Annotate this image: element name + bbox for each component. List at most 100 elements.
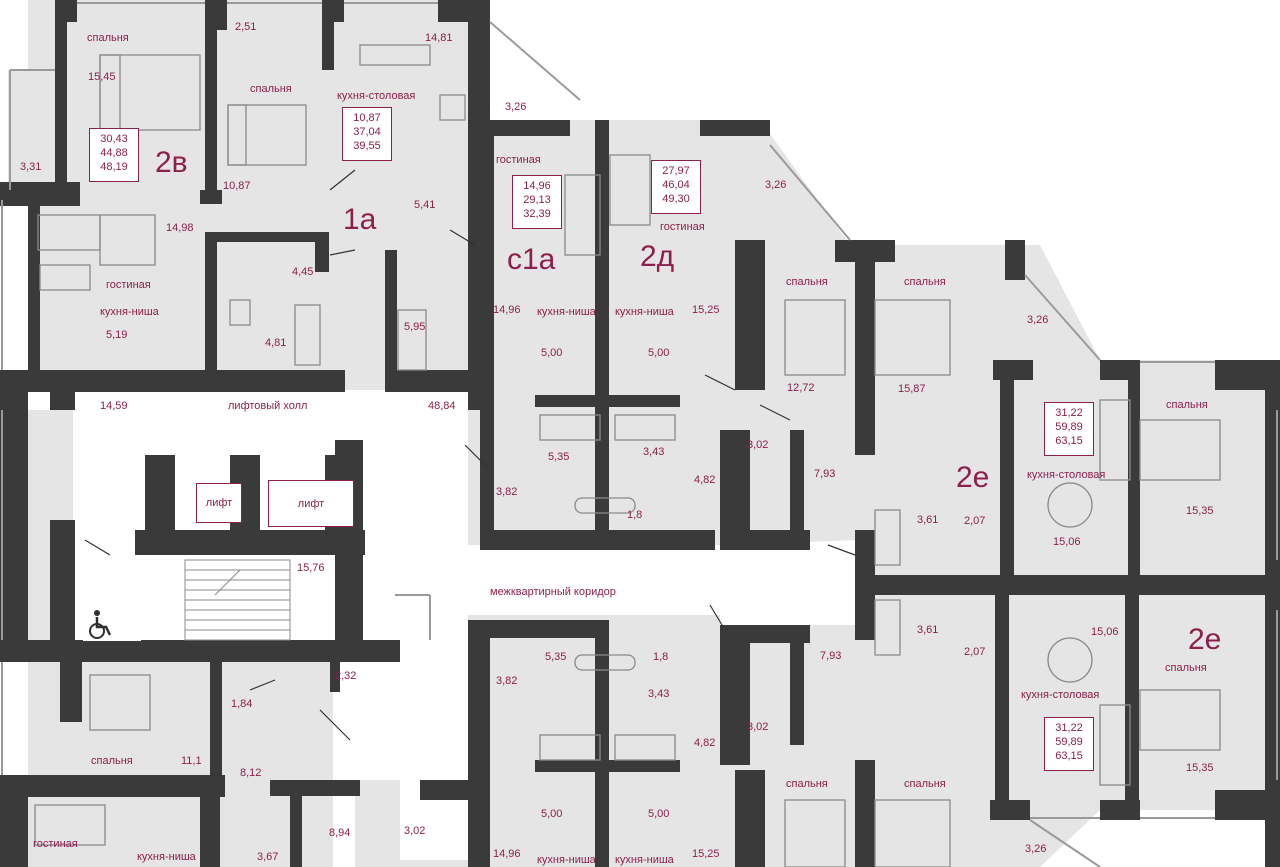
- apartment-s1a-area-box: 14,96 29,13 32,39: [512, 175, 562, 229]
- room-label: кухня-ниша: [615, 306, 674, 318]
- room-area: 15,06: [1091, 626, 1119, 638]
- room-label: кухня-ниша: [100, 306, 159, 318]
- apartment-2e-top-area-box: 31,22 59,89 63,15: [1044, 402, 1094, 456]
- room-area: 3,31: [20, 161, 42, 173]
- room-label: кухня-ниша: [137, 851, 196, 863]
- room-area: 1,8: [627, 509, 643, 521]
- lift-2: лифт: [268, 480, 354, 527]
- room-area: 3,26: [505, 101, 527, 113]
- room-area: 2,07: [964, 515, 986, 527]
- room-area: 15,87: [898, 383, 926, 395]
- room-area: 14,81: [425, 32, 453, 44]
- apartment-2d-area-box: 27,97 46,04 49,30: [651, 160, 701, 214]
- room-area: 14,96: [493, 304, 521, 316]
- apartment-2e-top-area-3: 63,15: [1055, 435, 1083, 447]
- room-area: 3,26: [1027, 314, 1049, 326]
- stairs: [184, 559, 291, 641]
- apartment-2e-bottom-code: 2е: [1188, 623, 1222, 656]
- room-area: 4,82: [694, 737, 716, 749]
- apartment-1a-area-2: 37,04: [353, 126, 381, 138]
- room-label: спальня: [87, 32, 129, 44]
- room-area: 15,06: [1053, 536, 1081, 548]
- apartment-s1a-area-3: 32,39: [523, 208, 551, 220]
- room-area: 8,12: [240, 767, 262, 779]
- room-label: кухня-столовая: [337, 90, 416, 102]
- apartment-2e-bottom-area-box: 31,22 59,89 63,15: [1044, 717, 1094, 771]
- room-area: 10,87: [223, 180, 251, 192]
- apartment-2e-top-code: 2е: [956, 461, 990, 494]
- room-area: 3,82: [496, 675, 518, 687]
- room-area: 1,8: [653, 651, 669, 663]
- room-area: 5,19: [106, 329, 128, 341]
- room-label: спальня: [250, 83, 292, 95]
- room-label: спальня: [1166, 399, 1208, 411]
- room-area: 3,67: [257, 851, 279, 863]
- room-area: 5,00: [648, 347, 670, 359]
- room-label: спальня: [91, 755, 133, 767]
- room-area: 3,02: [404, 825, 426, 837]
- room-area: 15,35: [1186, 762, 1214, 774]
- room-label: кухня-столовая: [1027, 469, 1106, 481]
- room-area: 3,43: [648, 688, 670, 700]
- wheelchair-icon: [83, 607, 141, 641]
- room-area: 15,25: [692, 304, 720, 316]
- room-label: гостиная: [496, 154, 541, 166]
- accessibility-sign: [83, 607, 141, 641]
- furniture: [34, 44, 1221, 867]
- room-area: 4,81: [265, 337, 287, 349]
- room-area: 5,41: [414, 199, 436, 211]
- room-area: 3,26: [765, 179, 787, 191]
- room-area: 48,84: [428, 400, 456, 412]
- room-area: 5,00: [541, 808, 563, 820]
- lift-2-label: лифт: [297, 497, 325, 510]
- room-area: 3,26: [1025, 843, 1047, 855]
- room-label: кухня-ниша: [615, 854, 674, 866]
- apartment-2d-area-2: 46,04: [662, 179, 690, 191]
- apartment-s1a-area-2: 29,13: [523, 194, 551, 206]
- room-area: 2,32: [335, 670, 357, 682]
- apartment-2d-area-1: 27,97: [662, 165, 690, 177]
- room-area: 8,94: [329, 827, 351, 839]
- room-label: спальня: [786, 778, 828, 790]
- apartment-1a-area-3: 39,55: [353, 140, 381, 152]
- apartment-2v-area-2: 44,88: [100, 147, 128, 159]
- apartment-2v-area-3: 48,19: [100, 161, 128, 173]
- room-area: 3,82: [496, 486, 518, 498]
- room-label: спальня: [1165, 662, 1207, 674]
- room-area: 5,00: [648, 808, 670, 820]
- room-area: 15,45: [88, 71, 116, 83]
- room-area: 4,45: [292, 266, 314, 278]
- apartment-1a-area-box: 10,87 37,04 39,55: [342, 107, 392, 161]
- apartment-2e-top-area-2: 59,89: [1055, 421, 1083, 433]
- room-area: 15,35: [1186, 505, 1214, 517]
- room-area: 15,76: [297, 562, 325, 574]
- lift-1: лифт: [196, 483, 242, 523]
- room-area: 2,51: [235, 21, 257, 33]
- lift-hall-label: лифтовый холл: [228, 400, 308, 412]
- apartment-2v-area-box: 30,43 44,88 48,19: [89, 128, 139, 182]
- apartment-2e-bottom-area-3: 63,15: [1055, 750, 1083, 762]
- room-area: 3,02: [747, 721, 769, 733]
- room-area: 14,59: [100, 400, 128, 412]
- room-label: гостиная: [660, 221, 705, 233]
- apartment-2e-bottom-area-2: 59,89: [1055, 736, 1083, 748]
- room-area: 5,35: [548, 451, 570, 463]
- apartment-s1a-area-1: 14,96: [523, 180, 551, 192]
- room-area: 3,02: [747, 439, 769, 451]
- room-label: спальня: [904, 276, 946, 288]
- room-area: 5,00: [541, 347, 563, 359]
- room-label: спальня: [786, 276, 828, 288]
- room-area: 11,1: [181, 755, 202, 767]
- lift-1-label: лифт: [205, 497, 233, 509]
- room-area: 3,61: [917, 514, 939, 526]
- room-area: 14,96: [493, 848, 521, 860]
- room-area: 12,72: [787, 382, 815, 394]
- room-label: спальня: [904, 778, 946, 790]
- room-area: 7,93: [814, 468, 836, 480]
- room-area: 2,07: [964, 646, 986, 658]
- corridor-label: межквартирный коридор: [490, 586, 616, 598]
- apartment-2e-top-area-1: 31,22: [1055, 407, 1083, 419]
- room-area: 14,98: [166, 222, 194, 234]
- apartment-1a-code: 1а: [343, 203, 377, 236]
